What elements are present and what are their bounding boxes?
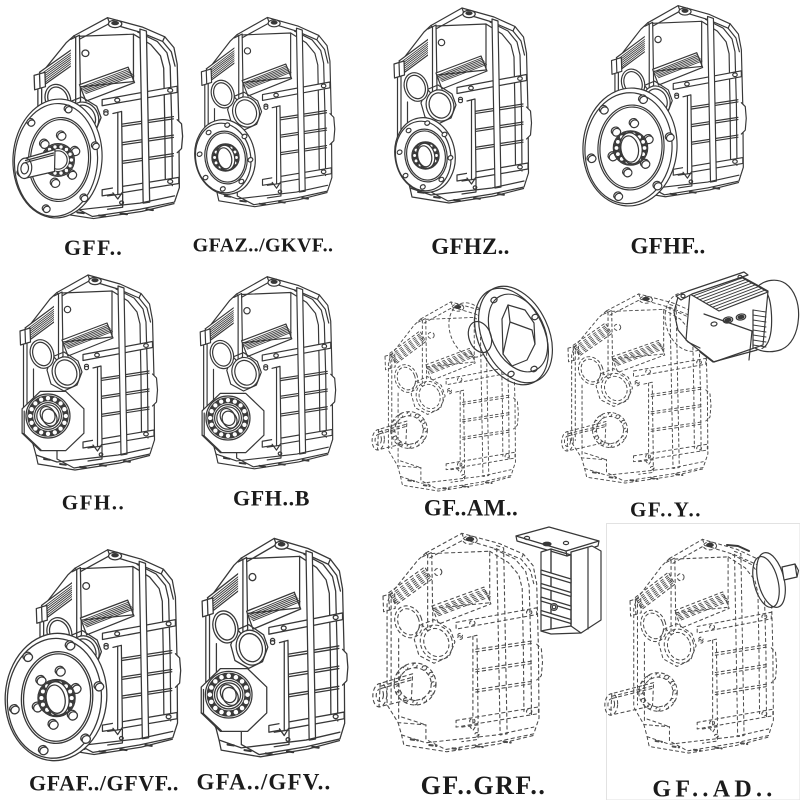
svg-text:GF..GRF..: GF..GRF.. [421,771,547,800]
svg-text:GF..AD..: GF..AD.. [652,777,776,800]
svg-text:GFH..: GFH.. [62,491,126,515]
svg-text:GFHZ..: GFHZ.. [431,234,509,259]
svg-text:GFAZ../GKVF..: GFAZ../GKVF.. [193,235,334,257]
svg-text:GFAF../GFVF..: GFAF../GFVF.. [29,771,179,796]
svg-text:GFA../GFV..: GFA../GFV.. [196,770,331,795]
svg-text:GF..AM..: GF..AM.. [424,496,518,521]
svg-text:GFF..: GFF.. [64,235,123,260]
svg-text:GFHF..: GFHF.. [630,234,705,259]
svg-text:GF..Y..: GF..Y.. [630,498,702,522]
svg-text:GFH..B: GFH..B [233,486,310,511]
